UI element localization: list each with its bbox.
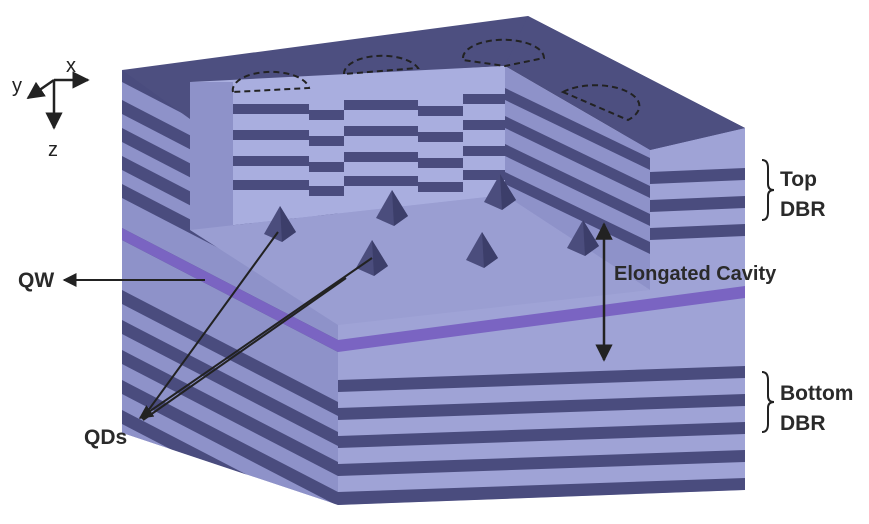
side-dark-layer	[122, 290, 338, 416]
top-dbr-label-line1: Top	[780, 168, 817, 191]
qds-arrow-3	[141, 231, 279, 420]
aperture-1	[231, 70, 311, 94]
quantum-dot-shade	[583, 220, 599, 256]
back-wall-dark-layer	[233, 180, 309, 190]
back-wall-dark-layer	[233, 104, 309, 114]
bottom-dbr-bracket	[761, 371, 775, 433]
qds-label: QDs	[84, 426, 127, 449]
front-dark-layer	[338, 478, 745, 505]
right-top-dbr	[650, 168, 745, 240]
y-axis-arrow	[26, 78, 55, 100]
back-wall-dark-layer	[309, 110, 344, 120]
back-wall-dark-layer	[418, 132, 463, 142]
top-surface-right-rim	[505, 16, 745, 150]
qds-arrow-2	[142, 277, 347, 421]
right-wall-dark-layer	[505, 116, 650, 198]
aperture-2	[342, 54, 420, 76]
back-wall-dark-layer	[418, 106, 463, 116]
back-wall-dark-layer	[309, 136, 344, 146]
back-wall-dark-layer	[463, 94, 505, 104]
side-dark-layer	[122, 380, 338, 505]
cavity-right-wall	[505, 66, 650, 290]
cavity-label: Elongated Cavity	[614, 263, 777, 285]
right-wall-dark-layer	[505, 172, 650, 254]
x-axis-label: x	[66, 55, 76, 77]
bottom-dbr-label-line2: DBR	[780, 412, 826, 435]
back-wall-dark-layer	[309, 162, 344, 172]
side-dark-layer	[122, 320, 338, 446]
front-dark-layer	[650, 196, 745, 212]
front-dark-layer	[338, 366, 745, 392]
qw-label: QW	[18, 269, 54, 292]
back-wall-dark-layer	[344, 126, 418, 136]
back-wall-dark-layer	[344, 176, 418, 186]
front-dark-layer	[338, 422, 745, 448]
quantum-dot-shade	[500, 174, 516, 210]
back-wall-dark-layer	[418, 158, 463, 168]
back-wall-dark-layer	[344, 100, 418, 110]
side-dark-layer	[122, 350, 338, 476]
back-wall-dark-layer	[463, 170, 505, 180]
back-wall-dark-layer	[309, 186, 344, 196]
back-wall-dark-layer	[418, 182, 463, 192]
z-axis-label: z	[48, 139, 58, 161]
front-dark-layer	[650, 224, 745, 240]
quantum-dot-shade	[280, 206, 296, 242]
quantum-dot-shade	[392, 190, 408, 226]
axis-indicator	[26, 71, 90, 130]
top-dbr-label-line2: DBR	[780, 198, 826, 221]
quantum-dot-shade	[372, 240, 388, 276]
back-wall-dark-layer	[463, 120, 505, 130]
quantum-dot-shade	[482, 232, 498, 268]
top-dbr-bracket	[761, 159, 775, 221]
bottom-dbr-label-line1: Bottom	[780, 382, 853, 405]
right-wall-dark-layer	[505, 88, 650, 170]
back-wall-dark-layer	[233, 130, 309, 140]
cavity-back-wall	[190, 66, 505, 230]
front-dark-layer	[650, 168, 745, 184]
back-wall-dark-layer	[233, 156, 309, 166]
y-axis-label: y	[12, 75, 22, 97]
quantum-well-front	[338, 286, 745, 352]
back-wall-dark-layer	[344, 152, 418, 162]
aperture-3	[462, 38, 546, 68]
front-dark-layer	[338, 450, 745, 476]
dashed-apertures	[231, 38, 641, 122]
front-dark-layer	[338, 394, 745, 420]
qds-arrow-1	[138, 257, 373, 419]
right-wall-dark-layer	[505, 144, 650, 226]
aperture-4	[560, 84, 641, 122]
cavity-floor	[190, 195, 650, 325]
back-wall-dark-layer	[463, 146, 505, 156]
